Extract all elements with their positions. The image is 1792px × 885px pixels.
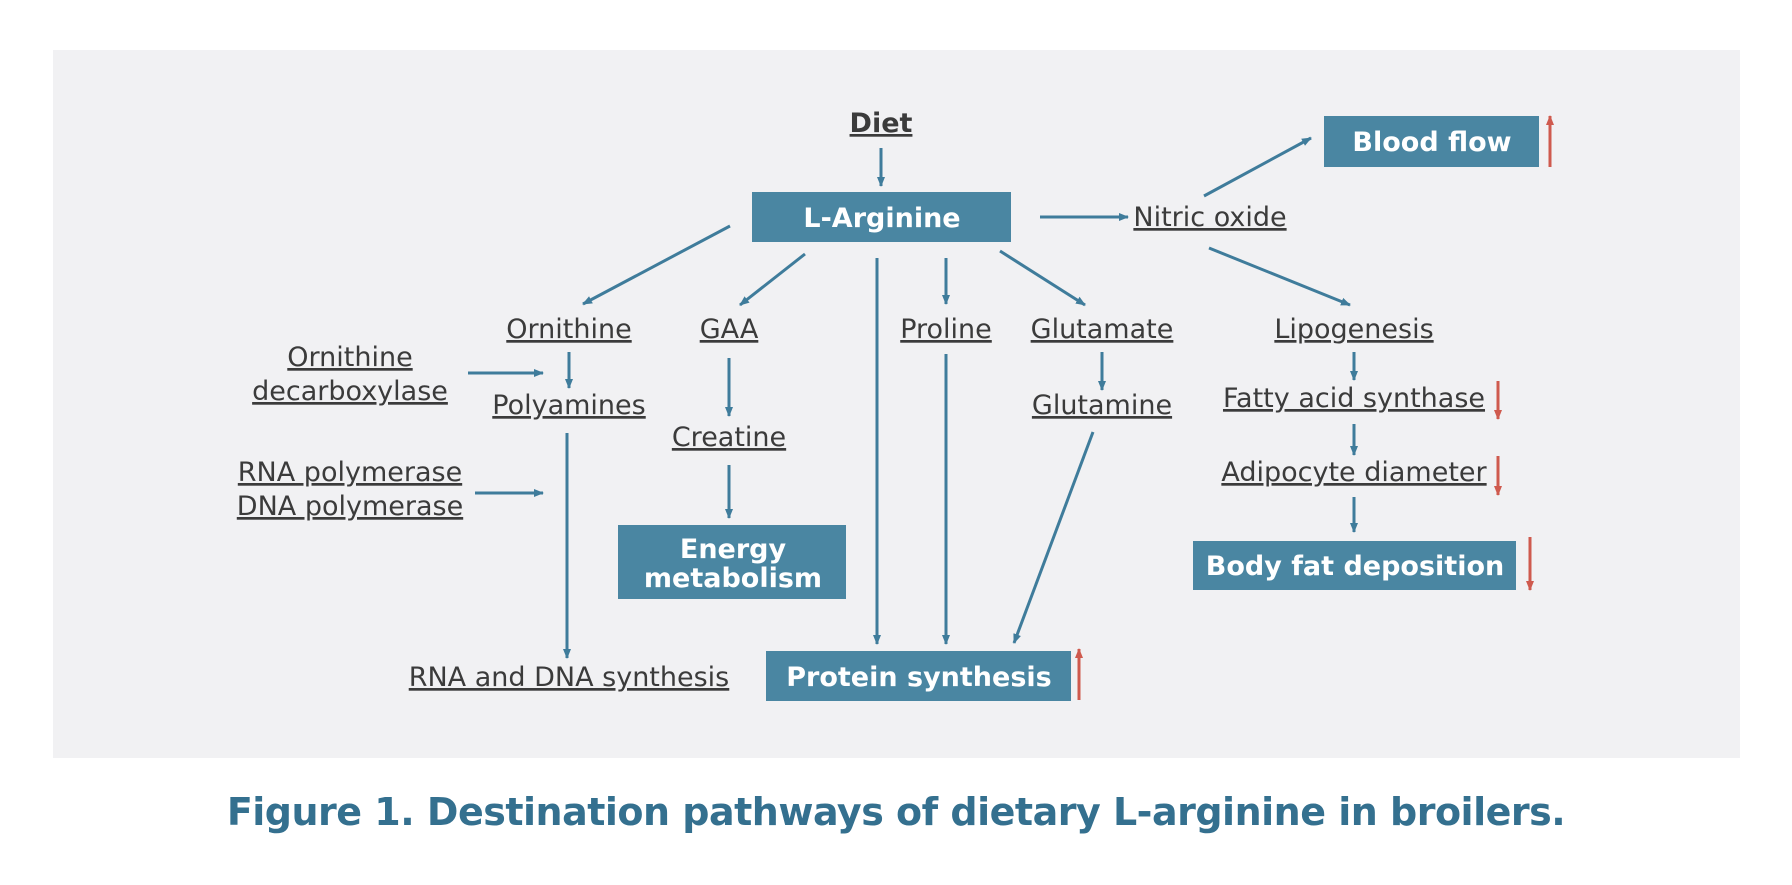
rna-dna-synthesis-label: RNA and DNA synthesis xyxy=(409,662,730,693)
arrow-l-arginine-to-ornithine xyxy=(582,224,731,306)
diagram-panel xyxy=(53,50,1740,758)
arrow-l-arginine-to-gaa xyxy=(739,252,806,307)
ornithine-decarboxylase-label-line2: decarboxylase xyxy=(252,376,448,407)
adipocyte-diameter-label: Adipocyte diameter xyxy=(1221,457,1487,488)
body-fat-deposition-box xyxy=(1193,541,1516,590)
dna-polymerase-label: DNA polymerase xyxy=(237,491,463,522)
glutamine-label: Glutamine xyxy=(1032,390,1172,421)
lipogenesis-label: Lipogenesis xyxy=(1274,314,1433,345)
protein-synthesis-label: Protein synthesis xyxy=(786,662,1051,693)
proline-label: Proline xyxy=(900,314,992,345)
protein-synthesis-box xyxy=(766,651,1071,701)
l-arginine-box xyxy=(752,192,1011,242)
ornithine-label: Ornithine xyxy=(506,314,631,345)
energy-metabolism-label-line1: Energy xyxy=(680,534,787,565)
glutamate-label: Glutamate xyxy=(1031,314,1174,345)
arrow-nitric-oxide-to-lipogenesis xyxy=(1208,246,1351,307)
fatty-acid-synthase-label: Fatty acid synthase xyxy=(1223,383,1485,414)
body-fat-deposition-label: Body fat deposition xyxy=(1206,551,1505,582)
creatine-label: Creatine xyxy=(672,422,786,453)
energy-metabolism-label-line2: metabolism xyxy=(644,563,822,594)
gaa-label: GAA xyxy=(700,314,759,345)
ornithine-decarboxylase-label-line1: Ornithine xyxy=(287,342,412,373)
energy-metabolism-box xyxy=(618,525,846,599)
arrow-glutamine-to-protein-synthesis xyxy=(1012,431,1095,644)
l-arginine-label: L-Arginine xyxy=(803,203,960,234)
blood-flow-label: Blood flow xyxy=(1352,127,1511,158)
arrow-nitric-oxide-to-blood-flow xyxy=(1203,136,1312,198)
blood-flow-box xyxy=(1324,116,1539,167)
diet-label: Diet xyxy=(850,108,913,139)
rna-polymerase-label: RNA polymerase xyxy=(238,457,462,488)
arrow-l-arginine-to-glutamate xyxy=(999,249,1086,307)
polyamines-label: Polyamines xyxy=(492,390,645,421)
figure-caption: Figure 1. Destination pathways of dietar… xyxy=(226,790,1566,834)
nitric-oxide-label: Nitric oxide xyxy=(1133,202,1286,233)
